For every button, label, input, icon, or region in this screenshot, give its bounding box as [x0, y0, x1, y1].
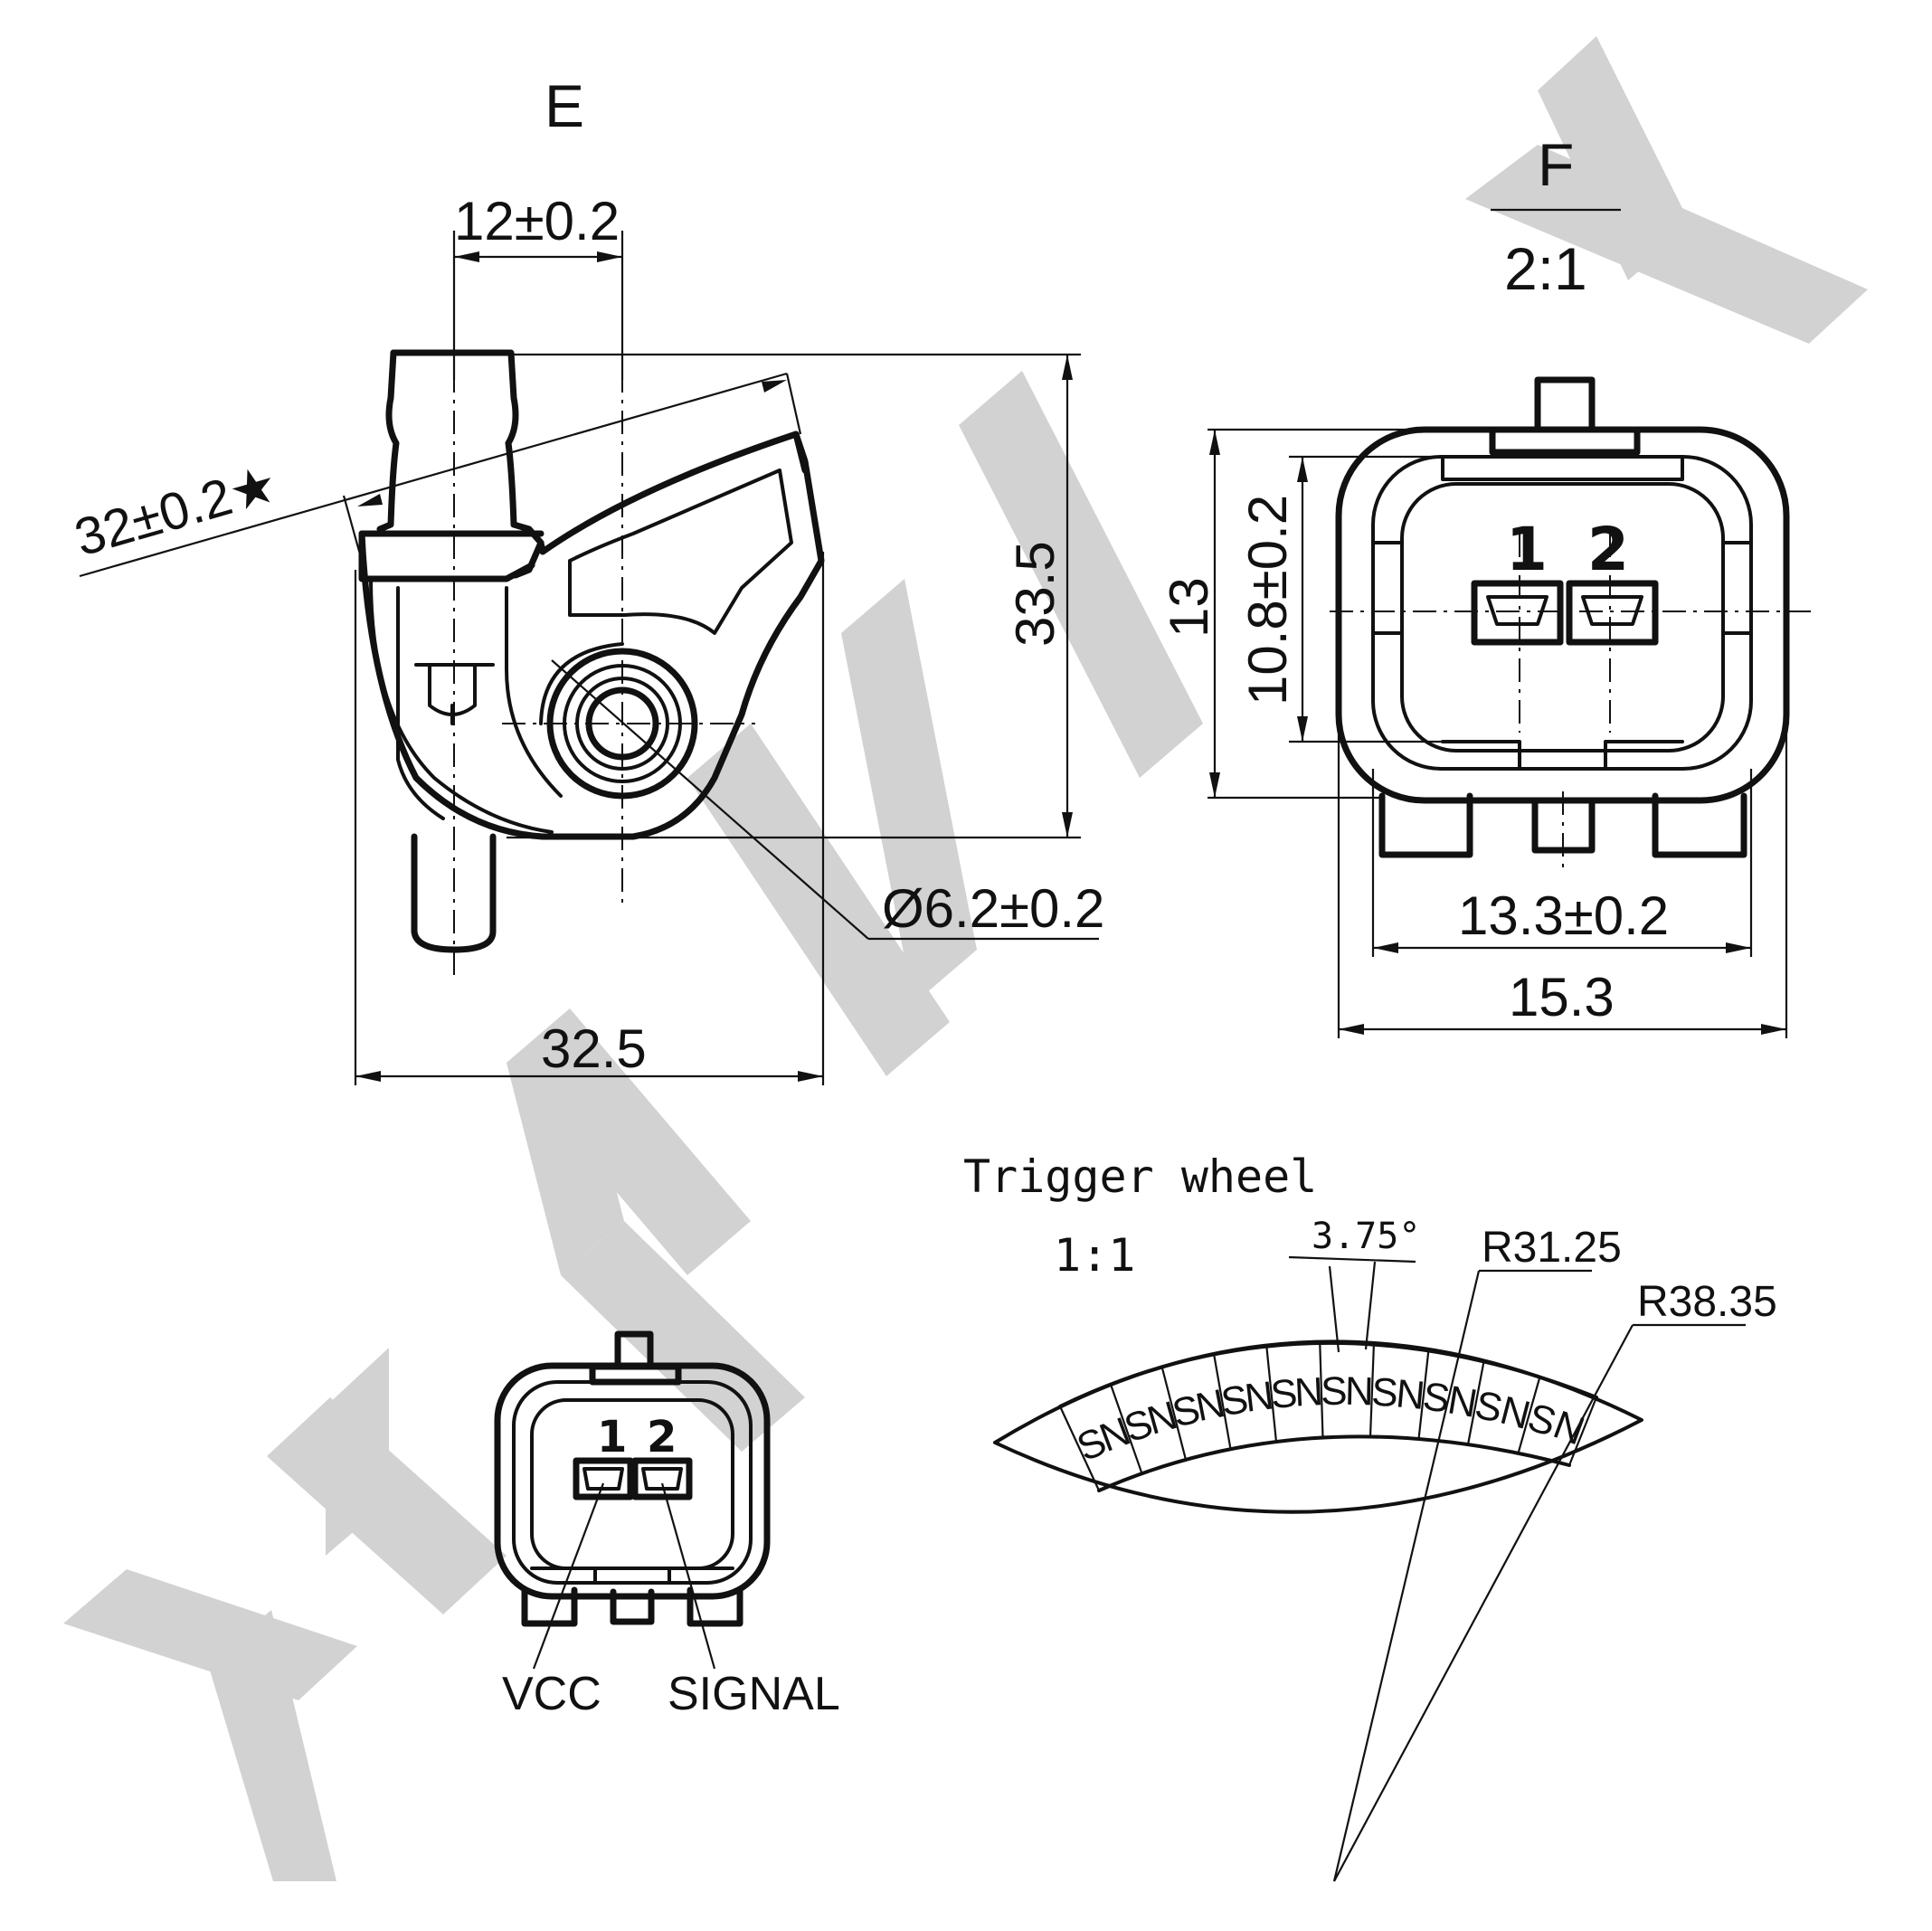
pole-label: N: [1394, 1371, 1426, 1418]
outer-radius-label: R38.35: [1637, 1278, 1777, 1326]
pole-label: S: [1420, 1374, 1452, 1421]
pole-label: S: [1269, 1371, 1299, 1417]
view-f-label: F: [1538, 131, 1574, 198]
pinout-pin2-label: 2: [647, 1412, 677, 1462]
angle-dimension: 3.75°: [1312, 1216, 1420, 1257]
pitch-dimension: 12±0.2: [454, 191, 620, 251]
pole-label: N: [1293, 1369, 1324, 1415]
height-dimension: 33.5: [1005, 541, 1065, 647]
pole-divider: [1059, 1406, 1100, 1491]
inner-radius-label: R31.25: [1482, 1224, 1622, 1272]
pole-label: S: [1321, 1369, 1348, 1414]
f-inner-height-dimension: 10.8±0.2: [1237, 495, 1298, 705]
pole-divider: [1368, 1344, 1376, 1437]
pole-divider: [1160, 1367, 1188, 1461]
hole-dimension: Ø6.2±0.2: [882, 878, 1104, 939]
view-e-label: E: [545, 72, 584, 139]
length-dimension: 32±0.2★: [69, 454, 284, 568]
f-width-dimension: 15.3: [1509, 967, 1615, 1027]
pole-label: N: [1344, 1369, 1374, 1415]
pole-divider: [1213, 1354, 1232, 1450]
pole-divider: [1265, 1346, 1278, 1443]
trigger-wheel-title: Trigger wheel: [963, 1150, 1317, 1203]
watermark-logo: [63, 36, 1868, 1881]
vcc-label: VCC: [502, 1668, 601, 1720]
pole-divider: [1417, 1350, 1430, 1440]
pole-label: N: [1242, 1373, 1275, 1420]
width-dimension: 32.5: [541, 1018, 647, 1079]
trigger-wheel-scale: 1:1: [1054, 1229, 1135, 1282]
pole-divider: [1319, 1342, 1324, 1438]
pinout-view: 1 2 VCC SIGNAL: [494, 1330, 840, 1720]
pinout-pin1-label: 1: [597, 1412, 627, 1462]
view-e: E 12±0.2: [69, 72, 1104, 1085]
pole-divider: [1567, 1396, 1598, 1466]
pole-divider: [1466, 1361, 1485, 1445]
f-inner-width-dimension: 13.3±0.2: [1458, 885, 1669, 946]
signal-label: SIGNAL: [668, 1668, 840, 1720]
pole-divider: [1517, 1377, 1541, 1454]
f-pin2-label: 2: [1587, 515, 1629, 584]
f-height-dimension: 13: [1159, 577, 1219, 638]
pole-label: S: [1370, 1370, 1399, 1416]
view-f-scale: 2:1: [1504, 235, 1587, 302]
view-f: F 2:1 1 2 1: [1159, 131, 1818, 1038]
pole-divider: [1109, 1384, 1143, 1474]
f-pin1-label: 1: [1506, 515, 1548, 584]
